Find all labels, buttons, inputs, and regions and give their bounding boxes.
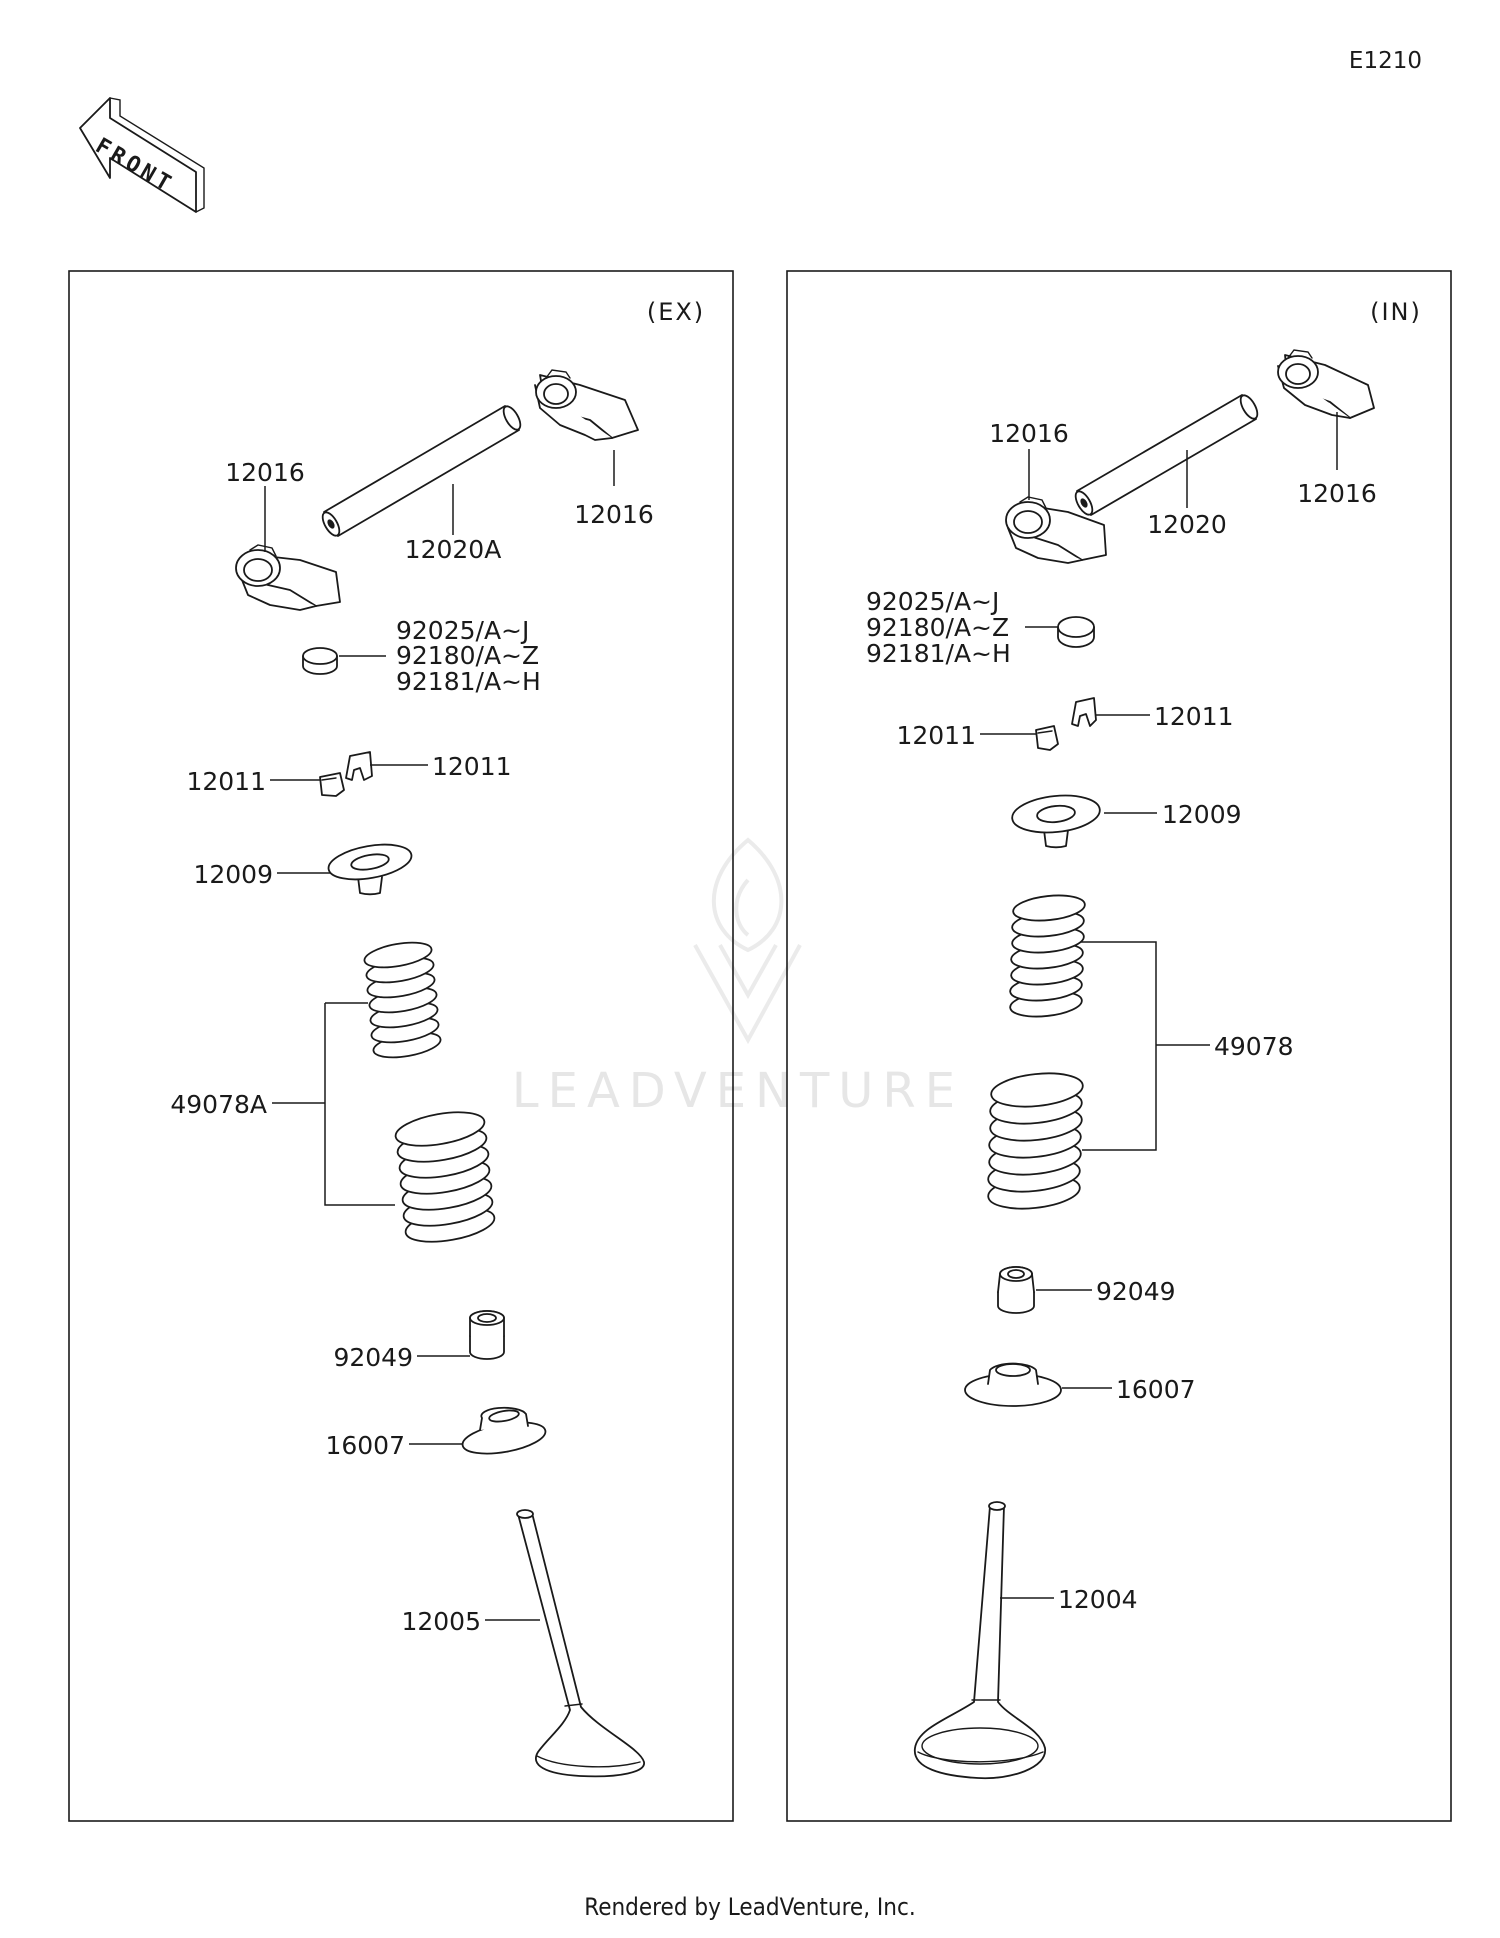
in-leader-lines xyxy=(980,412,1338,1599)
in-label-oil-seal: 92049 xyxy=(1096,1277,1176,1306)
exhaust-panel xyxy=(68,270,734,1822)
ex-label-shim-3: 92181/A~H xyxy=(396,667,541,696)
ex-label-spring: 49078A xyxy=(170,1090,267,1119)
in-shim xyxy=(1057,616,1095,648)
in-label-retainer: 12009 xyxy=(1162,800,1242,829)
in-cotter-right xyxy=(1071,697,1097,727)
in-oil-seal xyxy=(997,1266,1035,1314)
ex-shim xyxy=(302,647,338,675)
ex-spring-lower xyxy=(394,1111,496,1243)
ex-label-shim-1: 92025/A~J xyxy=(396,616,529,645)
in-retainer xyxy=(1011,794,1101,849)
in-rocker-shaft xyxy=(1074,394,1259,516)
ex-label-cotter-right: 12011 xyxy=(432,752,512,781)
ex-label-spring-seat: 16007 xyxy=(325,1431,405,1460)
in-cotter-left xyxy=(1035,725,1059,751)
intake-section-label: (IN) xyxy=(1370,298,1422,326)
front-arrow-icon: FRONT xyxy=(79,97,205,213)
ex-label-rocker-arm-right: 12016 xyxy=(574,500,654,529)
ex-oil-seal xyxy=(469,1310,505,1360)
in-label-spring: 49078 xyxy=(1214,1032,1294,1061)
in-label-shim-2: 92180/A~Z xyxy=(866,613,1009,642)
in-spring-upper xyxy=(1009,894,1086,1018)
ex-rocker-shaft xyxy=(321,405,522,537)
ex-label-rocker-shaft: 12020A xyxy=(405,535,502,564)
intake-section: (IN) xyxy=(866,298,1422,1780)
ex-label-valve: 12005 xyxy=(401,1607,481,1636)
ex-label-retainer: 12009 xyxy=(193,860,273,889)
exhaust-section: (EX) xyxy=(170,298,705,1778)
ex-cotter-left xyxy=(319,772,345,797)
ex-label-oil-seal: 92049 xyxy=(333,1343,413,1372)
ex-label-shim-2: 92180/A~Z xyxy=(396,641,539,670)
in-valve xyxy=(914,1501,1046,1780)
intake-panel xyxy=(786,270,1452,1822)
ex-rocker-arm-left xyxy=(235,544,341,611)
ex-cotter-right xyxy=(345,751,373,781)
ex-label-rocker-arm-left: 12016 xyxy=(225,458,305,487)
ex-leader-lines xyxy=(264,450,615,1621)
in-rocker-arm-right xyxy=(1277,349,1375,419)
ex-rocker-arm-right xyxy=(534,369,639,441)
exhaust-section-label: (EX) xyxy=(647,298,705,326)
in-spring-seat xyxy=(964,1362,1062,1407)
ex-spring-upper xyxy=(363,941,442,1059)
in-label-shim-1: 92025/A~J xyxy=(866,587,999,616)
ex-retainer xyxy=(327,843,413,896)
ex-label-cotter-left: 12011 xyxy=(186,767,266,796)
in-label-shim-3: 92181/A~H xyxy=(866,639,1011,668)
ex-spring-seat xyxy=(461,1406,547,1455)
watermark: LEADVENTURE xyxy=(512,837,964,1119)
watermark-text: LEADVENTURE xyxy=(512,1063,964,1119)
ex-part-labels: 12016 12016 12020A 92025/A~J 92180/A~Z 9… xyxy=(170,458,653,1636)
in-label-rocker-shaft: 12020 xyxy=(1147,510,1227,539)
in-part-labels: 12016 12016 12020 92025/A~J 92180/A~Z 92… xyxy=(866,419,1377,1614)
in-label-cotter-right: 12011 xyxy=(1154,702,1234,731)
in-label-cotter-left: 12011 xyxy=(896,721,976,750)
diagram-code: E1210 xyxy=(1349,48,1422,74)
in-label-valve: 12004 xyxy=(1058,1585,1138,1614)
in-spring-lower xyxy=(987,1072,1084,1210)
ex-valve xyxy=(516,1509,645,1778)
in-label-spring-seat: 16007 xyxy=(1116,1375,1196,1404)
footer-credit: Rendered by LeadVenture, Inc. xyxy=(584,1893,916,1921)
in-rocker-arm-left xyxy=(1005,496,1107,564)
in-label-rocker-arm-left: 12016 xyxy=(989,419,1069,448)
in-label-rocker-arm-right: 12016 xyxy=(1297,479,1377,508)
